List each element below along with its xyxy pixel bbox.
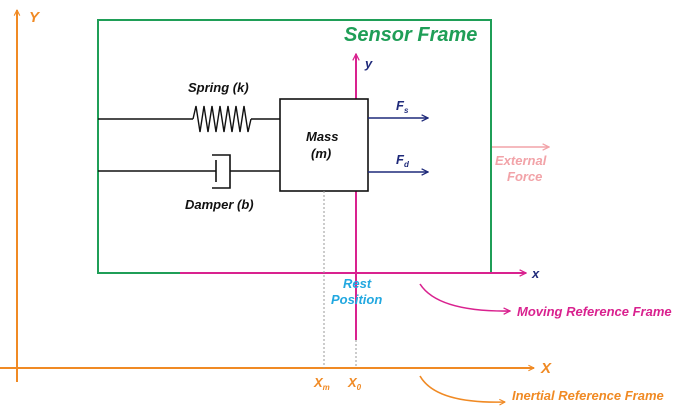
moving-x-label: x — [531, 266, 540, 281]
x0-label: X0 — [347, 375, 362, 392]
external-force-label-line1: External — [495, 153, 547, 168]
damper-force-label: Fd — [396, 152, 410, 169]
xm-label: Xm — [313, 375, 330, 392]
inertial-frame-label: Inertial Reference Frame — [512, 388, 664, 403]
sensor-frame-title: Sensor Frame — [344, 24, 477, 46]
inertial-x-label: X — [540, 360, 552, 377]
mass-symbol: (m) — [311, 146, 331, 161]
moving-frame-curved-arrow — [419, 283, 510, 311]
inertial-y-label: Y — [29, 9, 41, 26]
mass-block — [279, 98, 369, 192]
external-force-label-line2: Force — [507, 169, 542, 184]
moving-y-label: y — [364, 56, 373, 71]
damper-icon — [98, 154, 280, 189]
moving-frame-label: Moving Reference Frame — [517, 304, 672, 319]
spring-label: Spring (k) — [188, 80, 249, 95]
damper-label: Damper (b) — [185, 197, 254, 212]
mass-label: Mass — [306, 129, 339, 144]
rest-position-label-line2: Position — [331, 292, 382, 307]
rest-position-label-line1: Rest — [343, 276, 372, 291]
inertial-frame-curved-arrow — [419, 375, 505, 402]
spring-icon — [98, 105, 280, 133]
spring-force-label: Fs — [396, 98, 409, 115]
